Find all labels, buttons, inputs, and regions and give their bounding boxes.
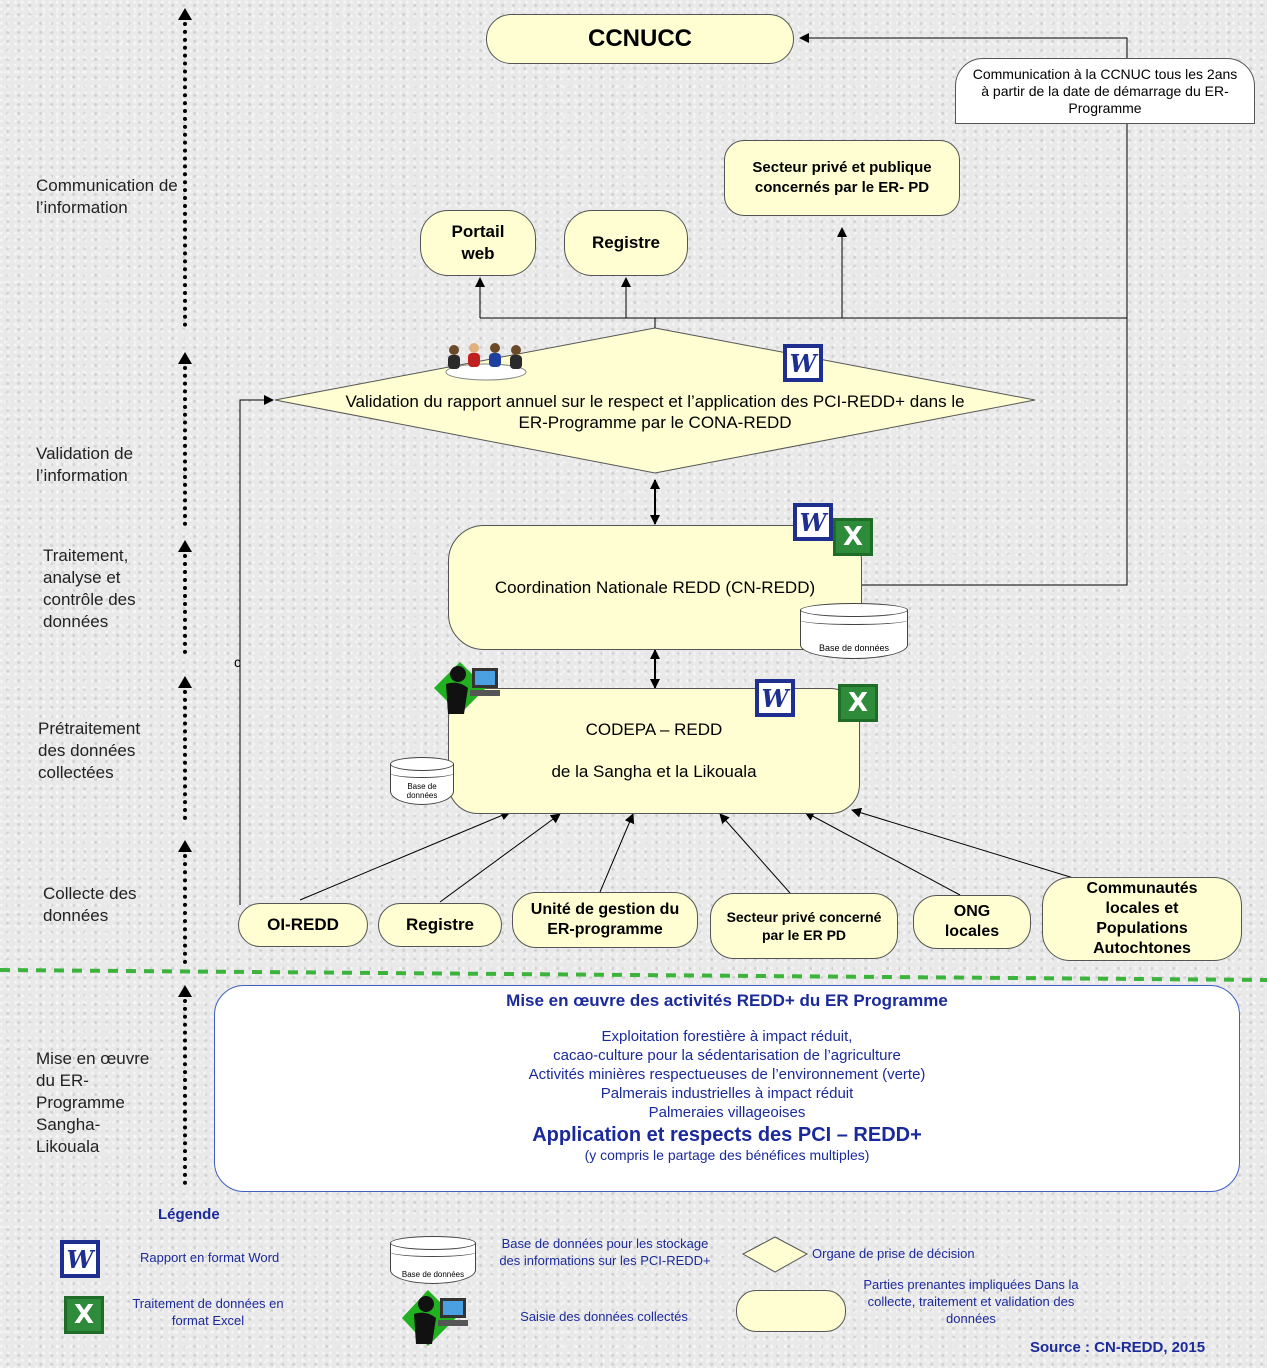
stage-arrow-6 [178, 985, 192, 997]
mise-en-oeuvre-title: Mise en œuvre des activités REDD+ du ER … [506, 991, 948, 1010]
collector-oi-redd: OI-REDD [238, 903, 368, 947]
stage-arrow-3 [178, 540, 192, 552]
legend-diamond [741, 1236, 809, 1273]
collector-registre: Registre [378, 903, 502, 947]
node-codepa: CODEPA – REDD de la Sangha et la Likoual… [448, 688, 860, 814]
word-icon: W [783, 344, 823, 382]
stage-label-validation: Validation de l’information [36, 444, 134, 485]
collector-unite-gestion: Unité de gestion du ER-programme [512, 892, 698, 948]
meeting-icon [445, 343, 527, 381]
validation-text: Validation du rapport annuel sur le resp… [345, 392, 965, 432]
activity-item: cacao-culture pour la sédentarisation de… [553, 1047, 901, 1064]
application-title: Application et respects des PCI – REDD+ [532, 1124, 922, 1146]
stage-arrow-5 [178, 840, 192, 852]
legend-excel-icon: X [64, 1296, 104, 1334]
c-label: c [234, 654, 241, 670]
legend-word-text: Rapport en format Word [140, 1250, 280, 1265]
legend-decision-text: Organe de prise de décision [812, 1246, 975, 1261]
node-communication-note: Communication à la CCNUC tous les 2ans à… [955, 58, 1255, 124]
collector-ong-locales: ONG locales [913, 895, 1031, 949]
arrow-ong [804, 811, 961, 896]
arrow-secteur-prive [719, 813, 791, 894]
cn-redd-label: Coordination Nationale REDD (CN-REDD) [494, 577, 816, 597]
application-note: (y compris le partage des bénéfices mult… [584, 1147, 870, 1163]
collector-communautes: Communautés locales et Populations Autoc… [1042, 877, 1242, 961]
stage-dots-4 [183, 690, 187, 820]
stage-dots-2 [183, 366, 187, 526]
stage-dots-6 [183, 999, 187, 1185]
stage-label-pretraitement: Prétraitement des données collectées [38, 719, 141, 782]
legend-title: Légende [158, 1206, 220, 1223]
node-portail-web: Portail web [420, 210, 536, 276]
activity-item: Palmeraies villageoises [648, 1104, 806, 1121]
codepa-line2: de la Sangha et la Likouala [551, 762, 757, 781]
stage-dots-3 [183, 554, 187, 654]
activities-list: Exploitation forestière à impact réduit,… [215, 1027, 1239, 1122]
arrow-registre [439, 813, 561, 903]
arrow-communautes [851, 807, 1081, 881]
node-registre-top: Registre [564, 210, 688, 276]
stage-dots-5 [183, 854, 187, 964]
stage-dots-1 [183, 22, 187, 327]
stage-label-communication: Communication de l’information [36, 176, 178, 217]
stage-label-mise-en-oeuvre: Mise en œuvre du ER-Programme Sangha-Lik… [36, 1049, 150, 1156]
database-icon-codepa: Base de données [390, 757, 454, 805]
node-cn-redd: Coordination Nationale REDD (CN-REDD) [448, 525, 862, 650]
codepa-line1: CODEPA – REDD [585, 720, 723, 739]
node-ccnucc: CCNUCC [486, 14, 794, 64]
activity-item: Palmerais industrielles à impact réduit [600, 1085, 854, 1102]
legend-saisie-text: Saisie des données collectés [520, 1309, 688, 1324]
legend-word-icon: W [60, 1240, 100, 1278]
activity-item: Activités minières respectueuses de l’en… [528, 1066, 926, 1083]
separator-dashed [0, 968, 1267, 982]
stage-arrow-2 [178, 352, 192, 364]
stage-arrow-1 [178, 8, 192, 20]
legend-data-entry-icon [402, 1290, 468, 1346]
arrow-oi [299, 810, 511, 901]
legend-excel-text: Traitement de données en format Excel [132, 1296, 284, 1328]
legend-parties-text: Parties prenantes impliquées Dans la col… [863, 1277, 1079, 1326]
excel-icon: X [833, 518, 873, 556]
node-secteur-prive-publique: Secteur privé et publique concernés par … [724, 140, 960, 216]
stage-arrow-4 [178, 676, 192, 688]
source-text: Source : CN-REDD, 2015 [1030, 1339, 1206, 1356]
line-oi-to-diamond [239, 395, 274, 905]
arrow-unite [599, 813, 635, 893]
mise-en-oeuvre-panel: Mise en œuvre des activités REDD+ du ER … [214, 985, 1240, 1192]
stage-label-collecte: Collecte des données [43, 884, 137, 925]
word-icon: W [793, 503, 833, 541]
legend-db-text: Base de données pour les stockage des in… [499, 1236, 711, 1268]
database-icon-cn: Base de données [800, 603, 908, 659]
validation-diamond [274, 327, 1036, 474]
data-entry-icon [434, 662, 500, 714]
collector-secteur-prive: Secteur privé concerné par le ER PD [710, 893, 898, 959]
stage-label-traitement: Traitement, analyse et contrôle des donn… [43, 546, 136, 631]
excel-icon: X [838, 684, 878, 722]
legend-parties-shape [736, 1290, 846, 1332]
line-cn-to-ccnucc [799, 33, 1128, 586]
word-icon: W [755, 679, 795, 717]
legend-database-icon: Base de données [390, 1236, 476, 1284]
activity-item: Exploitation forestière à impact réduit, [601, 1028, 853, 1045]
